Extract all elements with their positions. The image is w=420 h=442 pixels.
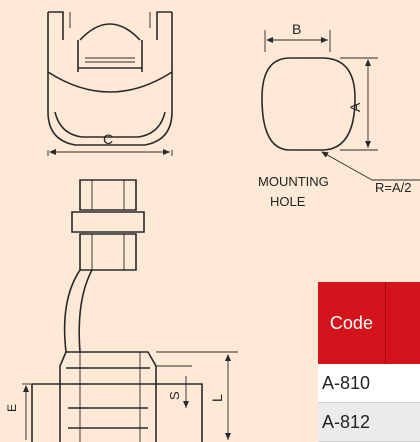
code-cell: A-812	[318, 402, 386, 442]
dim-l-label: L	[209, 394, 225, 402]
radius-label: R=A/2	[375, 180, 412, 195]
mounting-hole-view: B A R=A/2 MOUNTING HOLE	[258, 21, 420, 209]
clip-top-view: C	[47, 11, 173, 156]
next-column-header	[384, 282, 420, 364]
spec-table: Code A-810 A-812	[318, 282, 420, 442]
dim-a-label: A	[347, 102, 363, 112]
code-cell: A-810	[318, 364, 386, 403]
dim-c-label: C	[103, 131, 113, 147]
mounting-hole-label-line2: HOLE	[270, 194, 306, 209]
table-row: A-812	[318, 402, 420, 442]
dim-e-label: E	[5, 404, 19, 412]
dim-s-label: S	[167, 391, 182, 400]
clip-side-view: L S E	[5, 179, 238, 442]
code-column-header: Code	[318, 282, 386, 364]
value-cell	[385, 364, 420, 403]
value-cell	[385, 402, 420, 442]
dim-b-label: B	[292, 21, 301, 37]
mounting-hole-label-line1: MOUNTING	[258, 174, 329, 189]
spec-table-header: Code	[318, 282, 420, 364]
table-row: A-810	[318, 364, 420, 403]
